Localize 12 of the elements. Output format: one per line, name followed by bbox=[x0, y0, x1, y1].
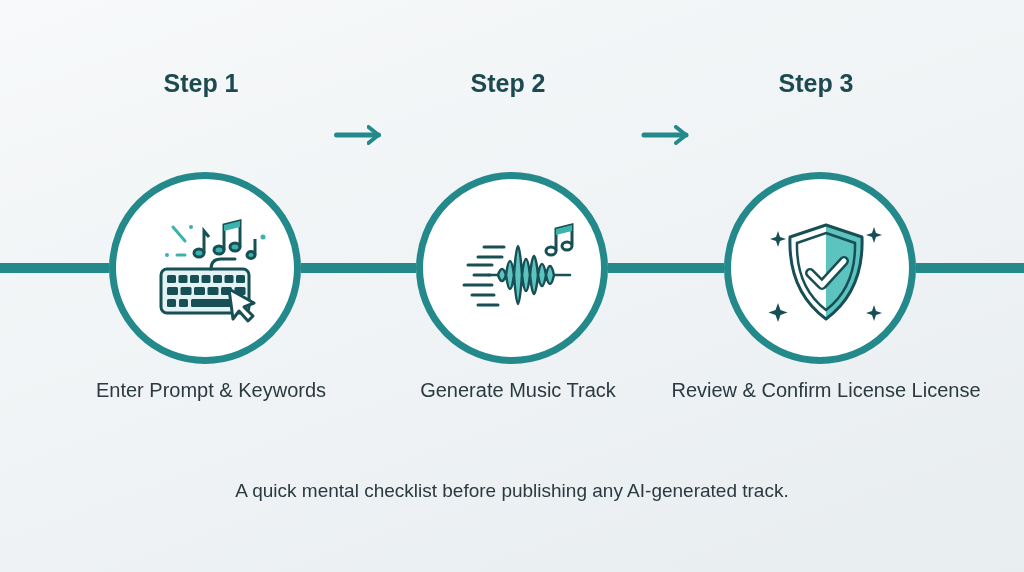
timeline-connector bbox=[916, 263, 1024, 273]
timeline-connector bbox=[301, 263, 416, 273]
step-label: Review & Confirm License License bbox=[670, 378, 982, 403]
caption: A quick mental checklist before publishing any AI-generated track. bbox=[234, 480, 790, 502]
timeline-connector bbox=[0, 263, 109, 273]
arrow bbox=[641, 125, 689, 145]
timeline-connector bbox=[608, 263, 724, 273]
step-heading: Step 2 bbox=[469, 69, 547, 98]
step-heading: Step 3 bbox=[777, 69, 855, 98]
arrow bbox=[334, 125, 381, 145]
step-heading: Step 1 bbox=[162, 69, 240, 98]
step-label: Enter Prompt & Keywords bbox=[94, 378, 328, 403]
